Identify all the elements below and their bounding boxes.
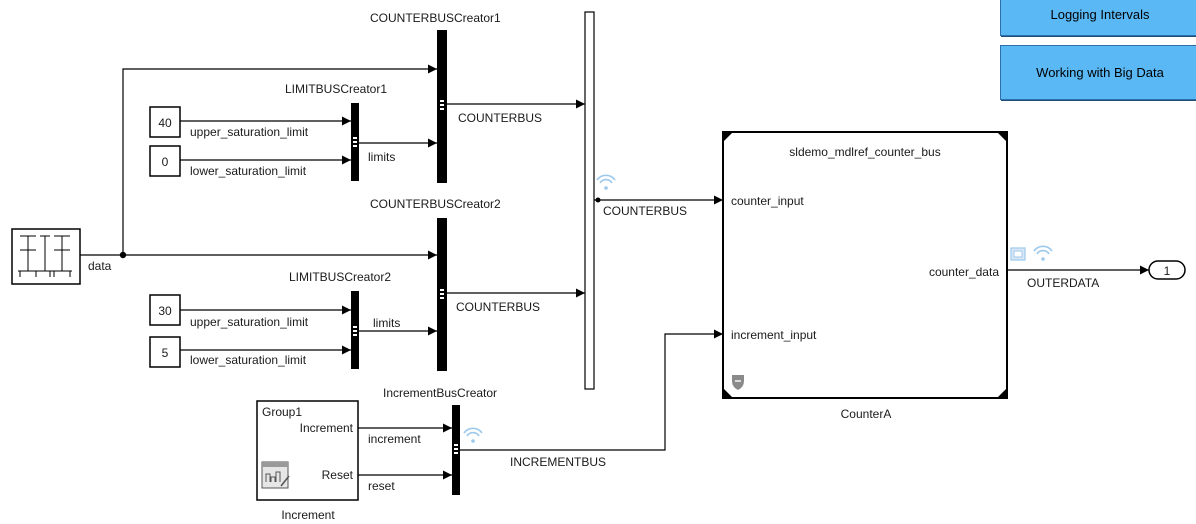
viewer-icon (1010, 247, 1026, 261)
label-upper-2: upper_saturation_limit (190, 315, 309, 329)
signal-builder-icon (18, 235, 72, 277)
label-outerdata: OUTERDATA (1027, 276, 1099, 290)
bus-branch-point (595, 197, 601, 203)
subsystem-group-label: Group1 (262, 405, 302, 419)
subsystem-port-reset: Reset (322, 468, 354, 482)
signal-data-label: data (88, 259, 112, 273)
model-reference-name: CounterA (841, 407, 892, 421)
counterbus-creator1[interactable] (437, 30, 447, 183)
label-reset: reset (368, 479, 395, 493)
increment-logging-icon (463, 427, 483, 443)
constant-block-4[interactable]: 5 (149, 336, 181, 368)
constant-block-1[interactable]: 40 (149, 106, 181, 138)
label-counterbus-main: COUNTERBUS (603, 204, 687, 218)
working-with-big-data-button[interactable]: Working with Big Data (1000, 45, 1196, 100)
constant-value-4: 5 (162, 346, 169, 360)
label-incrementbus: INCREMENTBUS (510, 455, 606, 469)
counterbus-creator2[interactable] (437, 218, 447, 371)
signal-data[interactable] (80, 64, 437, 260)
outport-block[interactable]: 1 (1148, 260, 1186, 280)
increment-subsystem[interactable]: Group1 Increment Reset (256, 400, 359, 501)
signal-builder-block[interactable] (11, 228, 81, 285)
limitbus-creator1-name: LIMITBUSCreator1 (285, 82, 387, 96)
port-counter-data: counter_data (929, 265, 999, 279)
constant-value-3: 30 (158, 304, 172, 318)
constant-value-1: 40 (158, 116, 172, 130)
shield-icon (732, 375, 744, 390)
signal-editor-icon (261, 461, 290, 489)
logging-intervals-label: Logging Intervals (1050, 6, 1150, 22)
increment-bus-creator[interactable] (452, 405, 460, 495)
label-upper-1: upper_saturation_limit (190, 125, 309, 139)
limitbus-creator2[interactable] (351, 291, 359, 369)
subsystem-name: Increment (281, 508, 335, 522)
increment-bus-creator-name: IncrementBusCreator (383, 386, 497, 400)
port-increment-input: increment_input (731, 328, 817, 342)
model-reference-block[interactable]: sldemo_mdlref_counter_bus counter_input … (722, 131, 1008, 399)
branch-point (119, 251, 127, 259)
label-limits-2: limits (373, 316, 400, 330)
signal-incrementbus[interactable] (460, 329, 723, 451)
output-logging-icon (1033, 245, 1053, 261)
counterbus-creator1-name: COUNTERBUSCreator1 (370, 11, 501, 25)
label-increment: increment (368, 432, 421, 446)
constant-block-3[interactable]: 30 (149, 294, 181, 326)
constant-block-2[interactable]: 0 (149, 145, 181, 177)
working-with-big-data-label: Working with Big Data (1036, 65, 1164, 80)
counterbus-creator2-name: COUNTERBUSCreator2 (370, 197, 501, 211)
constant-value-2: 0 (162, 155, 169, 169)
subsystem-port-increment: Increment (300, 421, 354, 435)
logging-intervals-button[interactable]: Logging Intervals (1000, 0, 1196, 36)
model-reference-title: sldemo_mdlref_counter_bus (789, 145, 940, 159)
main-bus-creator[interactable] (584, 11, 595, 390)
label-lower-2: lower_saturation_limit (190, 353, 307, 367)
label-lower-1: lower_saturation_limit (190, 164, 307, 178)
limitbus-creator1[interactable] (351, 103, 359, 181)
outport-number: 1 (1164, 264, 1171, 278)
port-counter-input: counter_input (731, 194, 804, 208)
limitbus-creator2-name: LIMITBUSCreator2 (289, 270, 391, 284)
label-counterbus-2: COUNTERBUS (456, 300, 540, 314)
signal-logging-icon (596, 174, 616, 190)
label-counterbus-1: COUNTERBUS (458, 111, 542, 125)
label-limits-1: limits (368, 150, 395, 164)
